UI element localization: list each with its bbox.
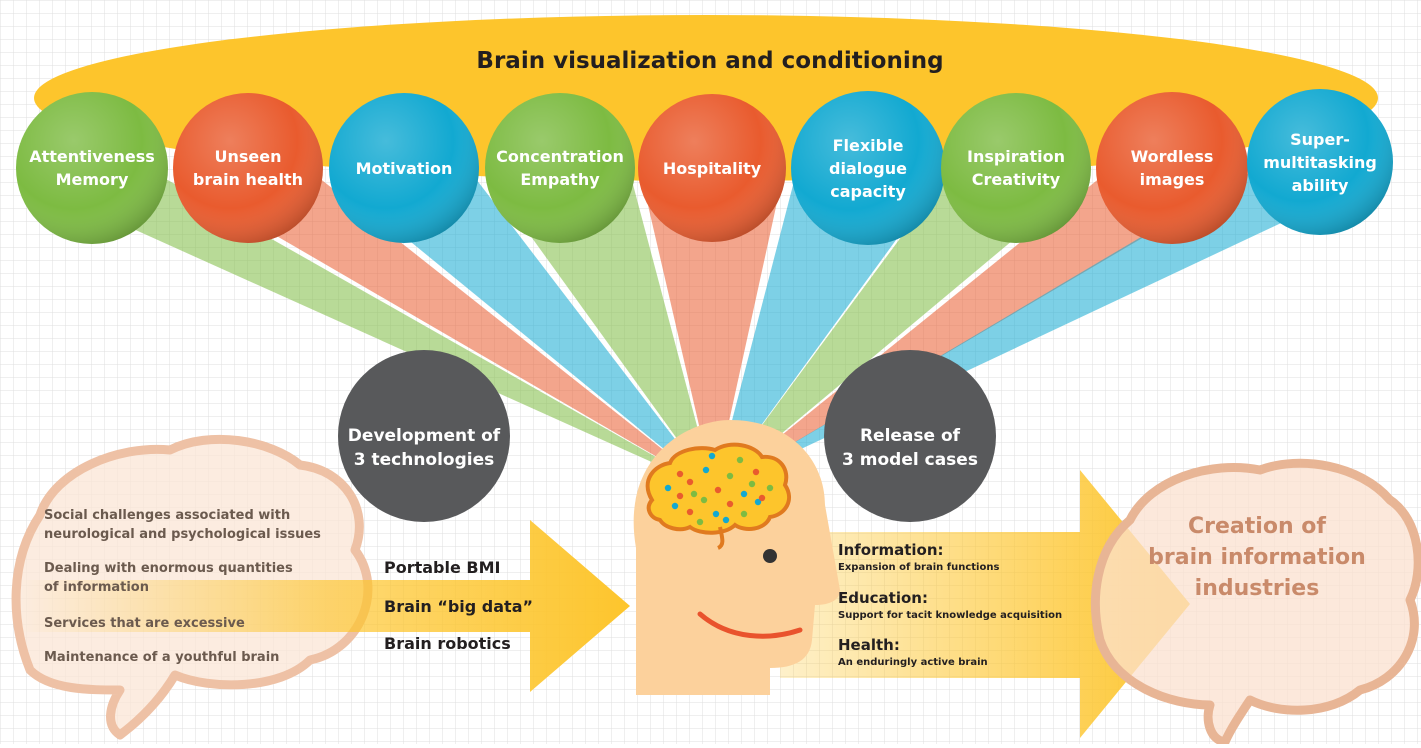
brain-dot [766, 484, 774, 492]
brain-dot [714, 486, 722, 494]
function-label: Motivation [355, 158, 453, 178]
development-arrow [20, 520, 630, 692]
brain-dot [740, 490, 748, 498]
case-description: Expansion of brain functions [838, 562, 1000, 573]
brain-dot [748, 480, 756, 488]
release-arrow [780, 470, 1190, 738]
brain-dot [664, 484, 672, 492]
release-circle [824, 350, 996, 522]
function-circle-shade [1096, 92, 1248, 244]
brain-dot [690, 490, 698, 498]
brain-dot [671, 502, 679, 510]
function-circle-shade [329, 93, 479, 243]
case-heading: Health: [838, 636, 900, 654]
function-label: Concentration Empathy [496, 147, 624, 189]
technology-item: Portable BMI [384, 558, 501, 577]
eye-icon [763, 549, 777, 563]
light-beam [19, 178, 715, 490]
case-heading: Education: [838, 589, 928, 607]
diagram-title: Brain visualization and conditioning [476, 48, 944, 74]
right-brain-outline [1091, 458, 1421, 747]
issue-item: Services that are excessive [44, 616, 245, 631]
brain-dot [708, 452, 716, 460]
result-label: Creation of brain information industries [1148, 514, 1366, 601]
release-label: Release of 3 model cases [842, 426, 978, 470]
development-label: Development of 3 technologies [347, 426, 501, 470]
light-beam [714, 178, 1088, 490]
issue-item: Social challenges associated with neurol… [44, 508, 321, 542]
brain-dot [696, 518, 704, 526]
function-circle-shade [791, 91, 945, 245]
brain-dot [702, 466, 710, 474]
brain-dot [700, 496, 708, 504]
brain-dot [726, 472, 734, 480]
case-description: An enduringly active brain [838, 657, 988, 668]
brain-dot [726, 500, 734, 508]
technology-item: Brain “big data” [384, 597, 534, 616]
function-circle-shade [16, 92, 168, 244]
brain-dot [752, 468, 760, 476]
function-label: Attentiveness Memory [29, 147, 155, 189]
light-beam [332, 178, 714, 490]
function-label: Wordless images [1130, 147, 1214, 189]
function-circle-shade [941, 93, 1091, 243]
light-beam [714, 172, 1390, 490]
function-circle-shade [485, 93, 635, 243]
technology-item: Brain robotics [384, 634, 511, 653]
function-circles [16, 89, 1393, 245]
function-label: Super- multitasking ability [1263, 129, 1377, 195]
light-beam [641, 178, 783, 490]
brain-dot [740, 510, 748, 518]
function-label: Inspiration Creativity [966, 147, 1065, 189]
function-circle-shade [173, 93, 323, 243]
brain-dot [754, 498, 762, 506]
function-circle-shade [638, 94, 786, 242]
development-circle [338, 350, 510, 522]
function-label: Hospitality [662, 158, 762, 178]
case-heading: Information: [838, 541, 944, 559]
light-beam [714, 178, 942, 490]
light-beam [488, 178, 714, 490]
brain-dot [686, 508, 694, 516]
issue-item: Dealing with enormous quantities of info… [44, 561, 293, 595]
function-label: Flexible dialogue capacity [829, 135, 907, 201]
brain-dot [676, 492, 684, 500]
brain-dot [712, 510, 720, 518]
light-beam [176, 178, 714, 490]
brain-icon [645, 442, 791, 550]
function-label: Unseen brain health [192, 147, 304, 189]
brain-dot [758, 494, 766, 502]
case-description: Support for tacit knowledge acquisition [838, 610, 1063, 621]
issue-item: Maintenance of a youthful brain [44, 650, 280, 665]
brain-dot [676, 470, 684, 478]
brain-dot [686, 478, 694, 486]
function-circle-shade [1247, 89, 1393, 235]
brain-dot [722, 516, 730, 524]
smile-icon [697, 611, 803, 639]
brain-dot [736, 456, 744, 464]
